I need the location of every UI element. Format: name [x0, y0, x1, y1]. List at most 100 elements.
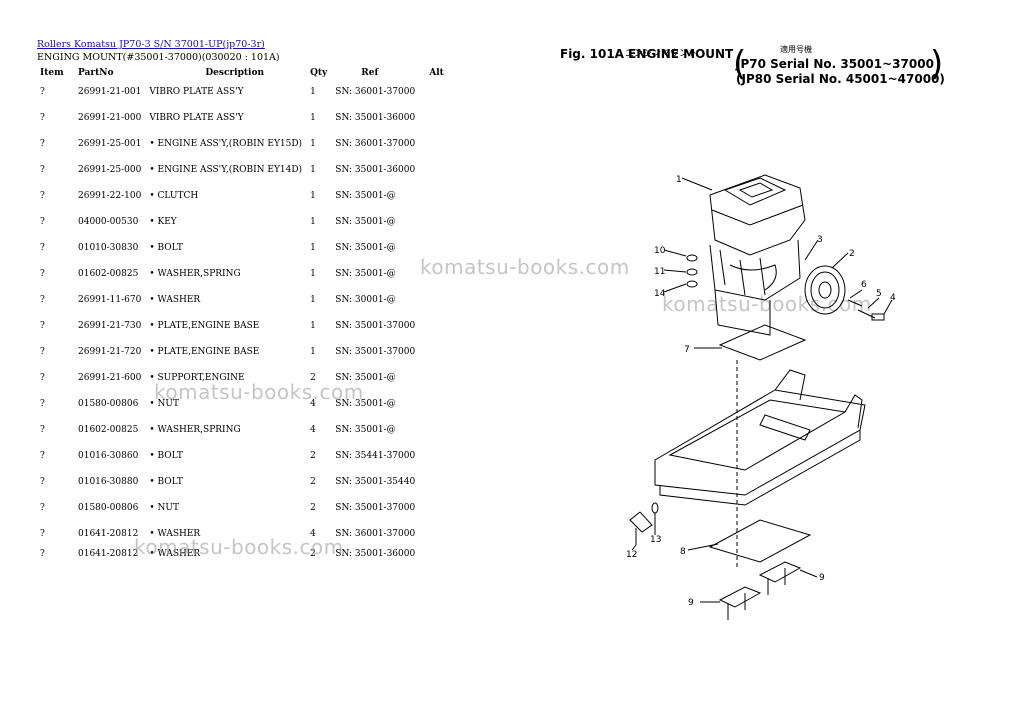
- item-cell: ?: [40, 113, 45, 123]
- ref-cell: SN: 35001-@: [335, 243, 396, 253]
- qty-cell: 4: [310, 399, 316, 409]
- partno-cell: 01641-20812: [78, 529, 139, 539]
- alt-cell: [419, 157, 448, 183]
- ref-cell: SN: 30001-@: [335, 295, 396, 305]
- col-header-alt: Alt: [429, 67, 444, 78]
- description-cell: • CLUTCH: [149, 191, 199, 201]
- callout-11: 11: [654, 267, 665, 277]
- callout-6: 6: [861, 280, 867, 290]
- item-cell: ?: [40, 399, 45, 409]
- ref-cell: SN: 35001-35440: [335, 477, 416, 487]
- item-cell: ?: [40, 451, 45, 461]
- ref-cell: SN: 35001-37000: [335, 503, 416, 513]
- col-header-partno: PartNo: [78, 67, 114, 78]
- description-cell: • WASHER: [149, 529, 201, 539]
- callout-leaders: [631, 177, 893, 603]
- callout-4: 4: [890, 293, 896, 303]
- clutch-pulley-drawing: [804, 265, 885, 321]
- qty-cell: 1: [310, 321, 316, 331]
- parts-table: Item PartNo Description Qty Ref Alt ?269…: [30, 66, 448, 561]
- item-cell: ?: [40, 87, 45, 97]
- ref-cell: SN: 35001-36000: [335, 165, 416, 175]
- callout-8: 8: [680, 547, 686, 557]
- callout-13: 13: [650, 535, 661, 545]
- qty-cell: 2: [310, 477, 316, 487]
- callout-12: 12: [626, 550, 637, 560]
- item-cell: ?: [40, 321, 45, 331]
- item-cell: ?: [40, 549, 45, 559]
- table-row: ?26991-25-001• ENGINE ASS'Y,(ROBIN EY15D…: [30, 131, 448, 157]
- partno-cell: 01580-00806: [78, 503, 139, 513]
- callout-9b: 9: [688, 598, 694, 608]
- item-cell: ?: [40, 269, 45, 279]
- ref-cell: SN: 35001-@: [335, 399, 396, 409]
- callout-3: 3: [817, 235, 823, 245]
- qty-cell: 1: [310, 347, 316, 357]
- description-cell: • NUT: [149, 503, 179, 513]
- alt-cell: [419, 261, 448, 287]
- alt-cell: [419, 235, 448, 261]
- description-cell: • WASHER: [149, 549, 201, 559]
- alt-cell: [419, 313, 448, 339]
- partno-cell: 26991-21-001: [78, 87, 142, 97]
- figure-applicability: 適用号機: [780, 45, 812, 54]
- partno-cell: 01016-30860: [78, 451, 139, 461]
- item-cell: ?: [40, 503, 45, 513]
- partno-cell: 01641-20812: [78, 549, 139, 559]
- qty-cell: 2: [310, 503, 316, 513]
- exploded-diagram: 1 2 3 4 5 6 7 8 9 9 10 11 12 13 14: [626, 174, 896, 620]
- partno-cell: 01602-00825: [78, 269, 139, 279]
- figure-serial-line-1: JP70 Serial No. 35001~37000: [736, 57, 934, 71]
- partno-cell: 26991-21-730: [78, 321, 142, 331]
- ref-cell: SN: 36001-37000: [335, 139, 416, 149]
- item-cell: ?: [40, 425, 45, 435]
- partno-cell: 01580-00806: [78, 399, 139, 409]
- alt-cell: [419, 183, 448, 209]
- watermark: komatsu-books.com: [420, 255, 630, 279]
- ref-cell: SN: 35001-@: [335, 191, 396, 201]
- description-cell: • BOLT: [149, 451, 183, 461]
- alt-cell: [419, 547, 448, 561]
- ref-cell: SN: 35001-37000: [335, 347, 416, 357]
- callout-7: 7: [684, 345, 690, 355]
- breadcrumb-link[interactable]: Rollers Komatsu JP70-3 S/N 37001-UP(jp70…: [37, 39, 265, 50]
- description-cell: VIBRO PLATE ASS'Y: [149, 113, 244, 123]
- ref-cell: SN: 35001-@: [335, 425, 396, 435]
- alt-cell: [419, 287, 448, 313]
- qty-cell: 1: [310, 295, 316, 305]
- alt-cell: [419, 365, 448, 391]
- alt-cell: [419, 339, 448, 365]
- partno-cell: 01010-30830: [78, 243, 139, 253]
- qty-cell: 1: [310, 243, 316, 253]
- figure-title: Fig. 101A ENGINE MOUNT: [560, 47, 734, 61]
- table-row: ?26991-25-000• ENGINE ASS'Y,(ROBIN EY14D…: [30, 157, 448, 183]
- partno-cell: 26991-22-100: [78, 191, 142, 201]
- mount-brackets-drawing: [718, 561, 802, 620]
- table-row: ? 01580-00806 • NUT 2 SN: 35001-37000: [30, 495, 448, 521]
- partno-cell: 26991-25-001: [78, 139, 142, 149]
- col-header-item: Item: [40, 67, 64, 78]
- description-cell: • WASHER,SPRING: [149, 269, 241, 279]
- ref-cell: SN: 35001-@: [335, 269, 396, 279]
- partno-cell: 26991-25-000: [78, 165, 142, 175]
- item-cell: ?: [40, 347, 45, 357]
- qty-cell: 1: [310, 165, 316, 175]
- alt-cell: [419, 79, 448, 105]
- bottom-plate-drawing: [708, 519, 812, 563]
- qty-cell: 2: [310, 549, 316, 559]
- ref-cell: SN: 35001-@: [335, 217, 396, 227]
- item-cell: ?: [40, 529, 45, 539]
- table-header-row: Item PartNo Description Qty Ref Alt: [30, 66, 448, 79]
- engine-drawing: [709, 174, 806, 336]
- qty-cell: 1: [310, 269, 316, 279]
- ref-cell: SN: 35001-36000: [335, 113, 416, 123]
- description-cell: • BOLT: [149, 477, 183, 487]
- qty-cell: 1: [310, 87, 316, 97]
